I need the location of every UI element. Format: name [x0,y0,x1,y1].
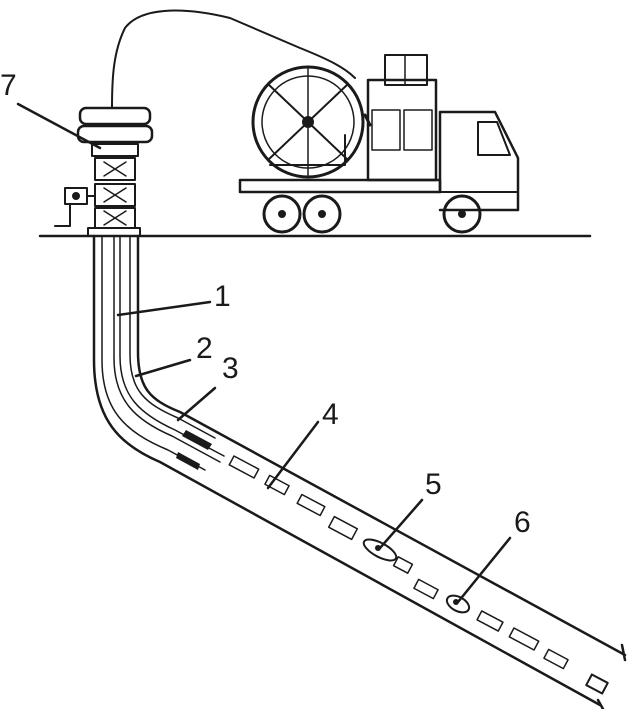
tubing-reel [251,65,365,179]
downhole-coiled-tubing [113,235,221,463]
truck-cab [438,110,520,212]
injector-head [78,106,152,126]
label-4: 4 [322,398,339,431]
label-2: 2 [196,332,213,365]
leader-lines [16,102,512,604]
coiled-tubing-truck [238,54,520,234]
downhole-tool-string [228,455,609,695]
wellbore [92,234,627,709]
wellhead-assembly [54,106,154,237]
packer-elements [176,430,212,470]
label-7: 7 [0,69,17,102]
truck-wheels [262,194,482,234]
truck-bed [238,178,442,194]
label-3: 3 [222,352,239,385]
surface-coiled-tubing [111,9,356,109]
label-6: 6 [514,506,531,539]
control-cabin [366,78,438,182]
bop-valve-top [94,157,136,181]
label-5: 5 [425,468,442,501]
reel-hub [302,116,314,128]
label-1: 1 [214,280,231,313]
